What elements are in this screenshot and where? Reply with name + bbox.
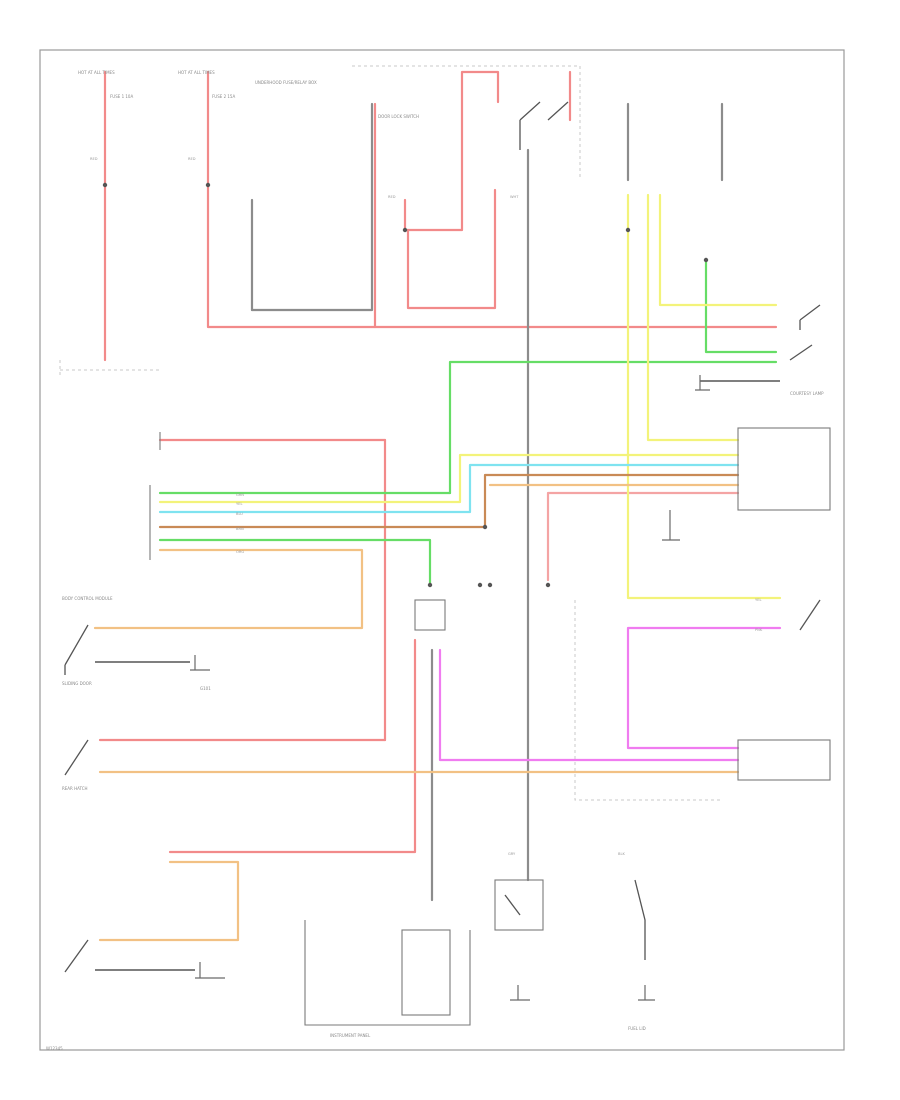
rear-control-box: [737, 739, 831, 781]
lower-instrument-box: [401, 929, 451, 1016]
bcm-connector-right: [737, 427, 831, 511]
junction-dot: [477, 582, 483, 588]
switch-rear-right: [799, 599, 821, 631]
wire-red-lower: [168, 638, 417, 854]
junction-dot: [402, 227, 408, 233]
orange-wires: [93, 473, 740, 942]
junction-dots: [102, 182, 709, 588]
wire-code: BLU: [236, 512, 243, 516]
junction-dot: [625, 227, 631, 233]
switch-rear-hatch: [64, 739, 89, 776]
green-wires: [158, 258, 778, 587]
label-body-control: BODY CONTROL MODULE: [62, 596, 113, 601]
switch-top-relay: [519, 101, 569, 150]
diagram-frame: [39, 49, 845, 1051]
ground-sliding-door: [190, 655, 210, 671]
label-ground: G101: [200, 686, 211, 691]
switch-fuel-lid: [634, 879, 646, 960]
switch-top-right: [799, 304, 821, 330]
wire-red-top-loop: [403, 70, 500, 232]
switch-sliding-door: [64, 624, 89, 675]
wire-cyan-bcm: [158, 463, 740, 514]
wire-green-right: [704, 258, 778, 354]
wire-code: PNK: [755, 628, 763, 632]
junction-dot: [545, 582, 551, 588]
wire-code: RED: [90, 157, 98, 161]
wire-code: BRN: [236, 527, 244, 531]
wire-yellow-right-vert-b: [626, 193, 782, 600]
grounds: [190, 375, 710, 1001]
switch-fuel-sender: [504, 894, 521, 916]
label-courtesy: COURTESY LAMP: [790, 391, 824, 396]
wire-orange-lower: [98, 860, 240, 942]
wire-code: WHT: [510, 195, 519, 199]
ground-fuel-sender: [510, 985, 530, 1001]
wire-code: YEL: [755, 598, 761, 602]
fuel-sender-box: [494, 879, 544, 931]
label-fuse-block-right: HOT AT ALL TIMES: [178, 70, 215, 75]
gray-wires: [95, 102, 780, 971]
junction-dot: [703, 257, 709, 263]
wire-orange-bcm: [93, 548, 364, 630]
wire-code: GRY: [508, 852, 516, 856]
wire-yellow-right-vert-a: [646, 193, 740, 442]
wire-magenta-lower: [438, 648, 740, 762]
junction-dot: [482, 524, 488, 530]
harness-left-dashed: [59, 360, 160, 375]
label-fuse-block-left: HOT AT ALL TIMES: [78, 70, 115, 75]
wire-code: RED: [188, 157, 196, 161]
wire-red-top-loop-2: [406, 188, 497, 310]
wire-code: GRN: [236, 493, 244, 497]
magenta-wires: [438, 626, 782, 762]
lower-panel-outline: [304, 920, 471, 1026]
wire-code: RED: [388, 195, 396, 199]
yellow-wires: [158, 193, 782, 600]
label-underhood-fuse: UNDERHOOD FUSE/RELAY BOX: [255, 80, 317, 85]
ground-courtesy: [695, 375, 710, 391]
junction-dot: [487, 582, 493, 588]
wire-code: BLK: [618, 852, 625, 856]
switch-courtesy: [789, 344, 813, 361]
label-fuse-b: FUSE 2 15A: [212, 94, 235, 99]
cyan-wires: [158, 463, 740, 514]
label-sliding-door: SLIDING DOOR: [62, 681, 92, 686]
label-page-id: W12345: [46, 1046, 63, 1051]
wire-code: ORG: [236, 550, 244, 554]
wire-yellow-bcm: [158, 453, 740, 504]
switch-lower-left: [64, 939, 89, 973]
wire-pink-right: [546, 491, 740, 582]
wire-green-lower: [158, 538, 432, 587]
label-dash-panel: INSTRUMENT PANEL: [330, 1033, 371, 1038]
wire-green-top: [448, 360, 778, 495]
label-door-switch: DOOR LOCK SWITCH: [378, 114, 419, 119]
wire-code: YEL: [236, 502, 242, 506]
red-wires: [98, 70, 778, 854]
wire-yellow-top-right: [658, 193, 778, 307]
wire-red-fuse2: [206, 70, 778, 329]
junction-dot: [102, 182, 108, 188]
label-fuse-a: FUSE 1 10A: [110, 94, 133, 99]
wire-brown-bcm: [158, 473, 740, 529]
connector-block-center: [414, 599, 446, 631]
wire-gray-left-loop: [250, 102, 374, 312]
components: [149, 427, 831, 1026]
ground-rear-right: [662, 510, 680, 541]
junction-dot: [427, 582, 433, 588]
junction-dot: [205, 182, 211, 188]
label-rear-hatch: REAR HATCH: [62, 786, 88, 791]
labels: HOT AT ALL TIMES HOT AT ALL TIMES UNDERH…: [46, 70, 824, 1051]
wire-magenta-right: [626, 626, 782, 750]
switches: [64, 101, 821, 973]
ground-fuel-lid: [638, 985, 655, 1001]
ground-lower-left: [195, 962, 225, 979]
harness-top-dashed: [352, 65, 720, 801]
label-fuel-lid: FUEL LID: [628, 1026, 646, 1031]
